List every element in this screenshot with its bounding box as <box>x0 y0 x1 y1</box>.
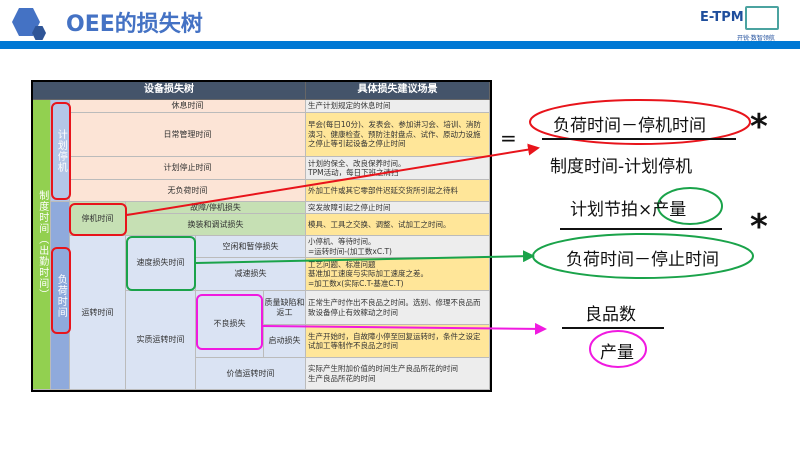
brand-text: 开锐·数智领航 <box>737 35 775 42</box>
scenario: 小停机、等待时间。 =运转时间-(加工数xC.T) <box>306 236 490 258</box>
plan-stop-time: 计划停止时间 <box>70 157 306 180</box>
hexagon-icon <box>32 26 46 40</box>
green-small-ellipse <box>657 187 723 225</box>
highlight-speed-loss <box>126 236 196 291</box>
equals-sign: = <box>500 126 517 150</box>
multiply-star: * <box>750 107 768 147</box>
magenta-arrow <box>262 322 547 335</box>
net-run-time: 实质运转时间 <box>126 291 196 390</box>
quality-denominator: 产量 <box>600 343 634 363</box>
highlight-load-time <box>51 247 71 334</box>
header-bar <box>0 41 800 49</box>
magenta-ellipse <box>589 330 647 368</box>
setup-loss: 换装和调试损失 <box>126 214 306 236</box>
loss-tree-table: 设备损失树 具体损失建议场景 制度时间（出勤时间） 计划停机 负荷时间 休息时间… <box>31 80 492 392</box>
tpm-logo: E-TPM <box>700 10 744 25</box>
multiply-star: * <box>750 207 768 247</box>
daily-time: 日常管理时间 <box>70 113 306 157</box>
green-big-ellipse <box>532 233 754 279</box>
run-time: 运转时间 <box>70 236 126 390</box>
breakdown-loss: 故障/停机损失 <box>126 202 306 214</box>
idle-loss: 空闲和暂停损失 <box>196 236 306 258</box>
performance-numerator: 计划节拍×产量 <box>570 200 687 220</box>
red-ellipse <box>529 99 751 145</box>
highlight-downtime <box>69 203 127 236</box>
quality-numerator: 良品数 <box>585 305 636 325</box>
availability-denominator: 制度时间-计划停机 <box>550 157 693 177</box>
highlight-defect-loss <box>196 294 263 350</box>
scenario: 突发故障引起之停止时间 <box>306 202 490 214</box>
scenario: 实际产生附加价值的时间生产良品所花的时间 生产良品所花的时间 <box>306 358 490 390</box>
availability-numerator: 负荷时间－停机时间 <box>553 116 706 136</box>
fraction-bar <box>562 327 664 329</box>
quality-defect: 质量缺陷和返工 <box>264 291 306 325</box>
red-arrow <box>126 143 540 216</box>
highlight-planned-stop <box>51 102 71 200</box>
header-loss-tree: 设备损失树 <box>33 82 306 100</box>
startup-loss: 启动损失 <box>264 325 306 358</box>
scenario: 模具、工具之交换、调整、试加工之时间。 <box>306 214 490 236</box>
scenario: 早会(每日10分)、发表会、参加讲习会、培训、消防演习、健康检查、预防注射盘点、… <box>306 113 490 157</box>
scenario: 生产计划规定的休息时间 <box>306 100 490 113</box>
no-load-time: 无负荷时间 <box>70 180 306 202</box>
green-arrow <box>195 250 535 264</box>
page-title: OEE的损失树 <box>66 12 203 37</box>
scenario: 工艺问题、标准问题 基准加工速度与实际加工速度之差。 =加工数x(实际C.T-基… <box>306 258 490 291</box>
fraction-bar <box>560 228 722 230</box>
defect-loss: 不良损失 <box>196 291 264 358</box>
rest-time: 休息时间 <box>70 100 306 113</box>
brand-logo <box>745 6 779 30</box>
scenario: 外加工件或其它零部件迟延交货所引起之待料 <box>306 180 490 202</box>
schedule-time: 制度时间（出勤时间） <box>33 100 51 390</box>
header-scenarios: 具体损失建议场景 <box>306 82 490 100</box>
scenario: 生产开始时，自故障小停至回复运转时，条件之设定试加工等制作不良品之时间 <box>306 325 490 358</box>
fraction-bar <box>542 138 736 140</box>
performance-denominator: 负荷时间－停止时间 <box>566 250 719 270</box>
value-run-time: 价值运转时间 <box>196 358 306 390</box>
scenario: 正常生产时作出不良品之时间。选别、修理不良品而致设备停止有效稼动之时间 <box>306 291 490 325</box>
